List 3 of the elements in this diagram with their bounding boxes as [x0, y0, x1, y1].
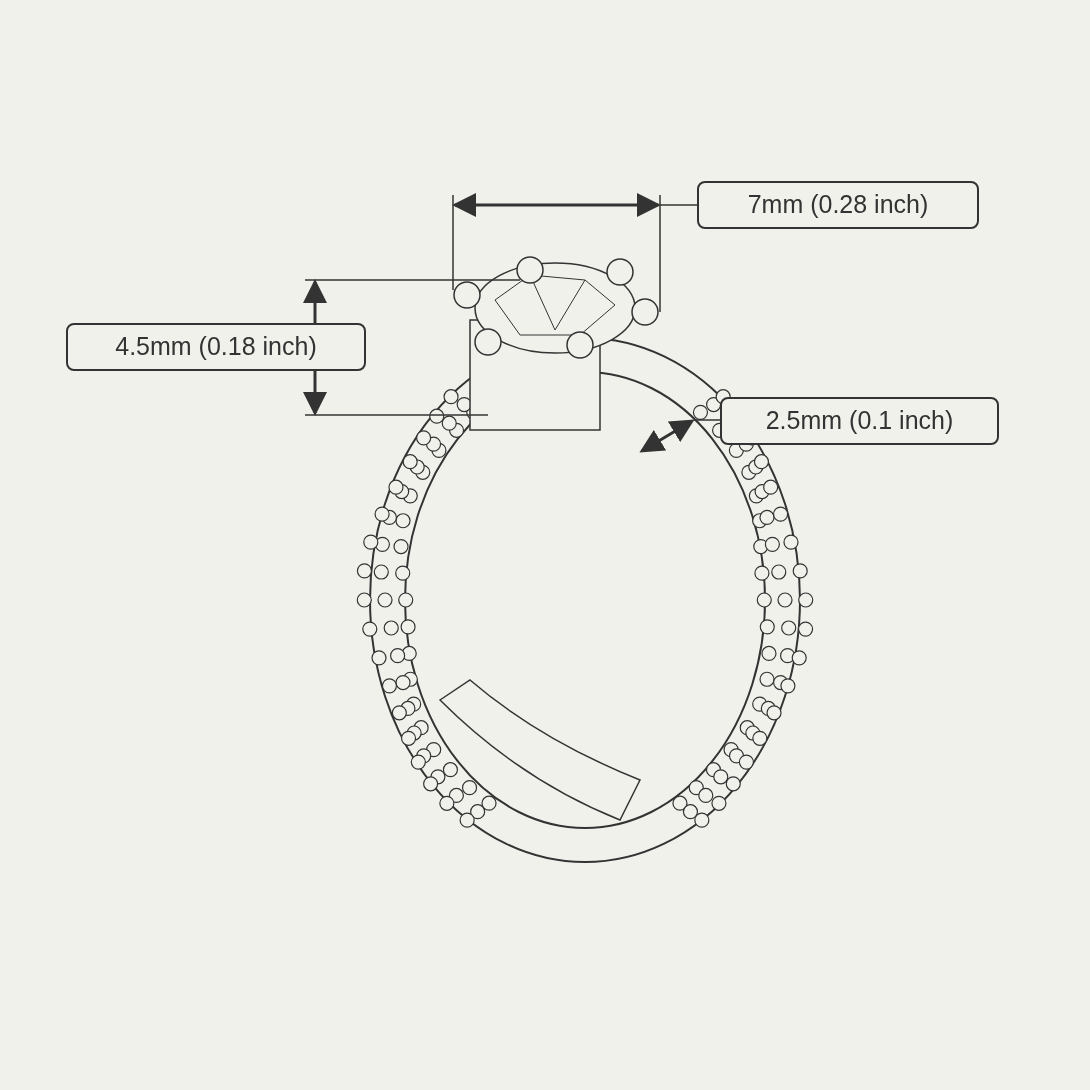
dimension-label: 2.5mm (0.1 inch) [720, 397, 999, 445]
dimension-label: 4.5mm (0.18 inch) [66, 323, 366, 371]
dimension-label: 7mm (0.28 inch) [697, 181, 979, 229]
